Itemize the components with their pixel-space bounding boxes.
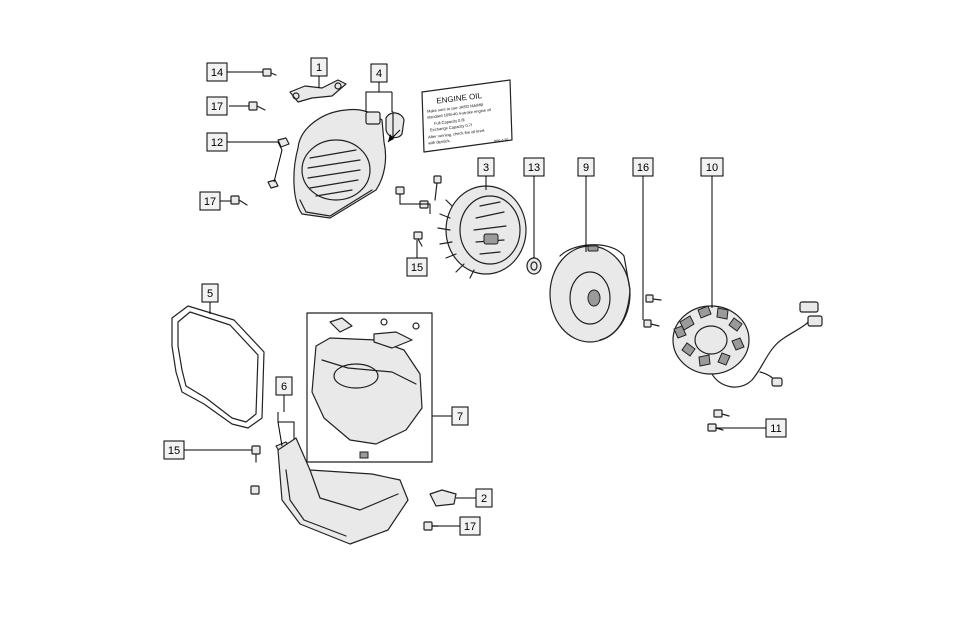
engine-oil-decal: ENGINE OIL Make sure to use JASO MA/MB s… — [421, 79, 513, 153]
callout-12: 12 — [206, 132, 228, 152]
callout-4-label: 4 — [376, 68, 382, 80]
callout-16-label: 16 — [637, 162, 649, 174]
callout-10: 10 — [700, 157, 724, 177]
callout-3-label: 3 — [483, 162, 489, 174]
callout-7: 7 — [451, 406, 469, 426]
part-17-screw-middle — [230, 195, 248, 206]
callout-14: 14 — [206, 62, 228, 82]
decal-line-3: Full Capacity 0.8l — [434, 117, 465, 126]
part-15-bolts-upper — [395, 175, 442, 247]
part-16-bolts — [643, 294, 662, 328]
callout-15-upper-label: 15 — [411, 262, 423, 274]
decal-line-5: After running, check the oil level — [428, 128, 485, 140]
callout-5: 5 — [201, 283, 219, 303]
callout-6: 6 — [275, 376, 293, 396]
callout-11: 11 — [765, 418, 787, 438]
part-14-screw — [262, 68, 277, 77]
part-13-nut — [526, 257, 542, 275]
callout-15-lower-label: 15 — [168, 445, 180, 457]
part-2-bracket — [429, 489, 457, 507]
callout-3: 3 — [477, 157, 495, 177]
callout-13: 13 — [523, 157, 545, 177]
part-17-screw-upper — [248, 101, 266, 111]
callout-17-upper: 17 — [206, 96, 228, 116]
callout-12-label: 12 — [211, 137, 223, 149]
callout-9-label: 9 — [583, 162, 589, 174]
callout-13-label: 13 — [528, 162, 540, 174]
callout-15-lower: 15 — [163, 440, 185, 460]
callout-17-upper-label: 17 — [211, 101, 223, 113]
part-5-gasket — [171, 305, 265, 429]
part-15-screws-lower — [250, 445, 261, 495]
callout-17-lower-label: 17 — [464, 521, 476, 533]
part-9-flywheel — [549, 244, 631, 343]
part-7-upper-shroud — [311, 317, 423, 459]
part-10-stator — [672, 301, 823, 388]
part-3-cooling-fan — [437, 185, 527, 279]
callout-10-label: 10 — [706, 162, 718, 174]
callout-9: 9 — [577, 157, 595, 177]
decal-code: 006-130 — [494, 137, 510, 144]
callout-2: 2 — [475, 488, 493, 508]
decal-line-4: Exchange Capacity 0.7l — [430, 122, 472, 132]
decal-line-1: Make sure to use JASO MA/MB — [427, 102, 484, 114]
callout-11-label: 11 — [770, 423, 781, 435]
decal-line-6: with dipstick. — [428, 138, 451, 146]
callout-7-label: 7 — [457, 411, 463, 423]
callout-16: 16 — [632, 157, 654, 177]
callout-2-label: 2 — [481, 493, 487, 505]
callout-17-middle: 17 — [199, 191, 221, 211]
part-12-clips — [266, 137, 290, 189]
callout-14-label: 14 — [211, 67, 223, 79]
callout-5-label: 5 — [207, 288, 213, 300]
callout-6-label: 6 — [281, 381, 287, 393]
callout-17-lower: 17 — [459, 516, 481, 536]
callout-4: 4 — [370, 63, 388, 83]
callout-1: 1 — [310, 57, 328, 77]
leader-lines — [184, 71, 766, 527]
lower-engine-shroud — [277, 437, 409, 545]
callout-1-label: 1 — [316, 62, 322, 74]
part-4-fan-cover — [293, 108, 405, 219]
callout-15-upper: 15 — [406, 257, 428, 277]
callout-17-middle-label: 17 — [204, 196, 216, 208]
part-1-bracket — [289, 79, 347, 103]
part-7-frame — [306, 312, 433, 463]
